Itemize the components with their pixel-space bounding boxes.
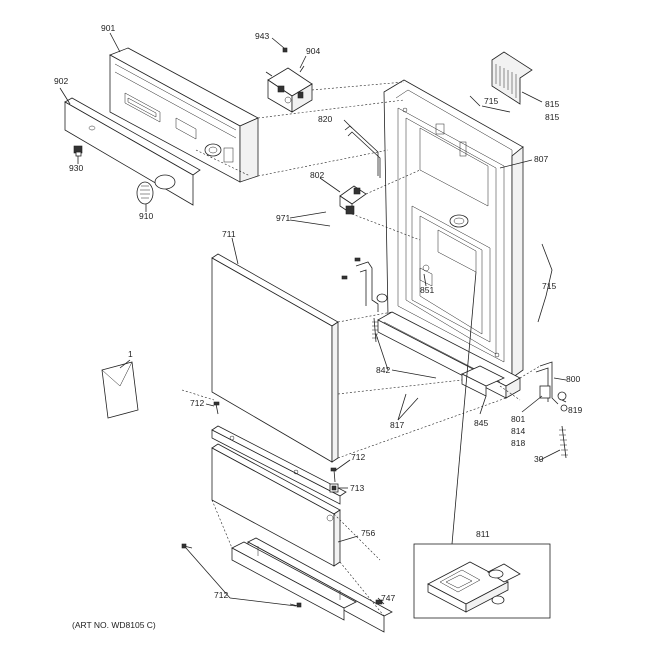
hinge-left (341, 257, 388, 312)
callout-1: 1 (128, 349, 133, 359)
screw-712-mid (330, 467, 337, 483)
callout-756: 756 (361, 528, 375, 538)
callout-labels: 901 943 904 815 815 902 715 820 930 807 … (54, 23, 582, 630)
kick-panel-756 (211, 443, 341, 567)
front-panel-902 (64, 97, 201, 206)
vent-815 (491, 51, 533, 105)
envelope-1 (101, 361, 139, 419)
screw-712-lower-left (181, 543, 193, 549)
outer-door-panel-711 (211, 253, 339, 463)
part-851 (419, 267, 433, 287)
knob-910 (136, 181, 154, 205)
callout-712-a: 712 (190, 398, 204, 408)
callout-715-b: 715 (542, 281, 556, 291)
callout-30: 30 (534, 454, 544, 464)
callout-747: 747 (381, 593, 395, 603)
callout-811: 811 (476, 529, 490, 539)
hinge-right-800 (535, 361, 568, 412)
timer-904 (265, 65, 313, 113)
callout-712-c: 712 (214, 590, 228, 600)
callout-715-a: 715 (484, 96, 498, 106)
callout-713: 713 (350, 483, 364, 493)
lower-trim-747 (231, 537, 393, 633)
callout-818: 818 (511, 438, 525, 448)
leader-lines (59, 32, 567, 607)
callout-901: 901 (101, 23, 115, 33)
clip-930 (73, 145, 83, 157)
control-panel-901 (109, 47, 259, 183)
callout-712-b: 712 (351, 452, 365, 462)
spring-30 (559, 425, 568, 459)
art-number: (ART NO. WD8105 C) (72, 620, 156, 630)
callout-943: 943 (255, 31, 269, 41)
callout-930: 930 (69, 163, 83, 173)
inner-door-807 (383, 79, 524, 379)
plate-845 (461, 365, 505, 397)
callout-845: 845 (474, 418, 488, 428)
callout-814: 814 (511, 426, 525, 436)
screw-712-lower-right (289, 602, 302, 608)
screw-943 (282, 47, 288, 53)
callout-815-b: 815 (545, 112, 559, 122)
callout-819: 819 (568, 405, 582, 415)
callout-711: 711 (222, 229, 236, 239)
screw-712-upper (213, 401, 220, 415)
trim-strip (211, 425, 347, 505)
callout-842: 842 (376, 365, 390, 375)
callout-807: 807 (534, 154, 548, 164)
callout-817: 817 (390, 420, 404, 430)
callout-800: 800 (566, 374, 580, 384)
callout-851: 851 (420, 285, 434, 295)
spring-left (372, 317, 378, 343)
callout-904: 904 (306, 46, 320, 56)
callout-815-a: 815 (545, 99, 559, 109)
callout-910: 910 (139, 211, 153, 221)
callout-801: 801 (511, 414, 525, 424)
inset-box-811 (413, 543, 551, 619)
callout-802: 802 (310, 170, 324, 180)
rod-820 (344, 125, 381, 178)
callout-902: 902 (54, 76, 68, 86)
callout-971: 971 (276, 213, 290, 223)
latch-802 (339, 185, 367, 215)
clip-713 (329, 483, 339, 493)
callout-820: 820 (318, 114, 332, 124)
alignment-lines (181, 81, 541, 617)
